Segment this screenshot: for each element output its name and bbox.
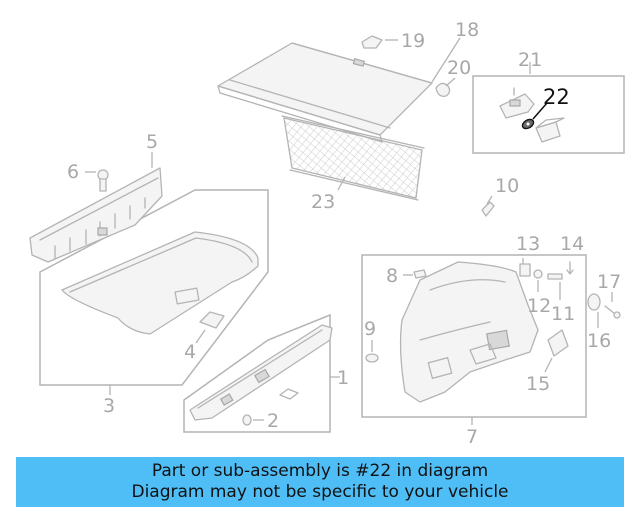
cover-part-15 xyxy=(544,329,569,373)
callout-16: 16 xyxy=(587,330,611,352)
group-box-21 xyxy=(472,75,625,154)
callout-2: 2 xyxy=(267,410,279,432)
callout-12: 12 xyxy=(527,295,551,317)
callout-9: 9 xyxy=(364,318,376,340)
callout-23: 23 xyxy=(311,191,335,213)
latch-assembly-part-21 xyxy=(499,87,565,143)
parts-diagram: 1 2 3 4 5 6 7 8 9 10 11 12 13 14 15 16 1… xyxy=(29,19,625,448)
floor-panel-part-3 xyxy=(61,231,259,335)
callout-18: 18 xyxy=(455,19,479,41)
hook-part-10 xyxy=(481,195,495,217)
callout-14: 14 xyxy=(560,233,584,255)
screw-part-17 xyxy=(604,292,621,319)
side-trim-panel-part-5 xyxy=(29,167,163,263)
cargo-net-part-23 xyxy=(281,115,425,201)
callout-13: 13 xyxy=(516,233,540,255)
holder-part-20 xyxy=(435,77,456,97)
callout-11: 11 xyxy=(551,303,575,325)
fastener-part-22-highlighted[interactable] xyxy=(521,102,548,130)
banner-line-part-number: Part or sub-assembly is #22 in diagram xyxy=(151,461,489,481)
callout-6: 6 xyxy=(67,161,79,183)
group-box-7 xyxy=(361,254,587,418)
callout-8: 8 xyxy=(386,265,398,287)
clip-part-8 xyxy=(403,269,427,279)
callout-19: 19 xyxy=(401,30,425,52)
cargo-cover-part-18 xyxy=(217,42,433,143)
quarter-trim-panel-part-7 xyxy=(399,261,539,403)
bolt-part-6 xyxy=(85,169,109,192)
bracket-part-13 xyxy=(519,258,531,277)
callout-4: 4 xyxy=(184,341,196,363)
bolt-part-11 xyxy=(547,273,563,300)
callout-7: 7 xyxy=(466,426,478,448)
callout-3: 3 xyxy=(103,395,115,417)
callout-21: 21 xyxy=(518,49,542,71)
nut-part-12 xyxy=(533,269,543,292)
sill-plate-part-1 xyxy=(189,324,333,421)
callout-15: 15 xyxy=(526,373,550,395)
clip-part-9 xyxy=(365,340,379,363)
group-box-1 xyxy=(183,313,331,433)
clip-part-4 xyxy=(195,311,225,344)
callout-22-highlighted: 22 xyxy=(543,85,570,109)
callout-5: 5 xyxy=(146,131,158,153)
fastener-part-2 xyxy=(242,414,264,426)
cap-part-19 xyxy=(361,35,398,49)
callout-17: 17 xyxy=(597,271,621,293)
grommet-part-16 xyxy=(587,293,601,328)
info-banner: Part or sub-assembly is #22 in diagram D… xyxy=(16,457,624,507)
banner-line-disclaimer: Diagram may not be specific to your vehi… xyxy=(131,482,509,502)
group-box-3 xyxy=(39,189,269,386)
callout-1: 1 xyxy=(337,367,349,389)
callout-20: 20 xyxy=(447,57,471,79)
callout-10: 10 xyxy=(495,175,519,197)
pin-part-14 xyxy=(566,261,574,275)
